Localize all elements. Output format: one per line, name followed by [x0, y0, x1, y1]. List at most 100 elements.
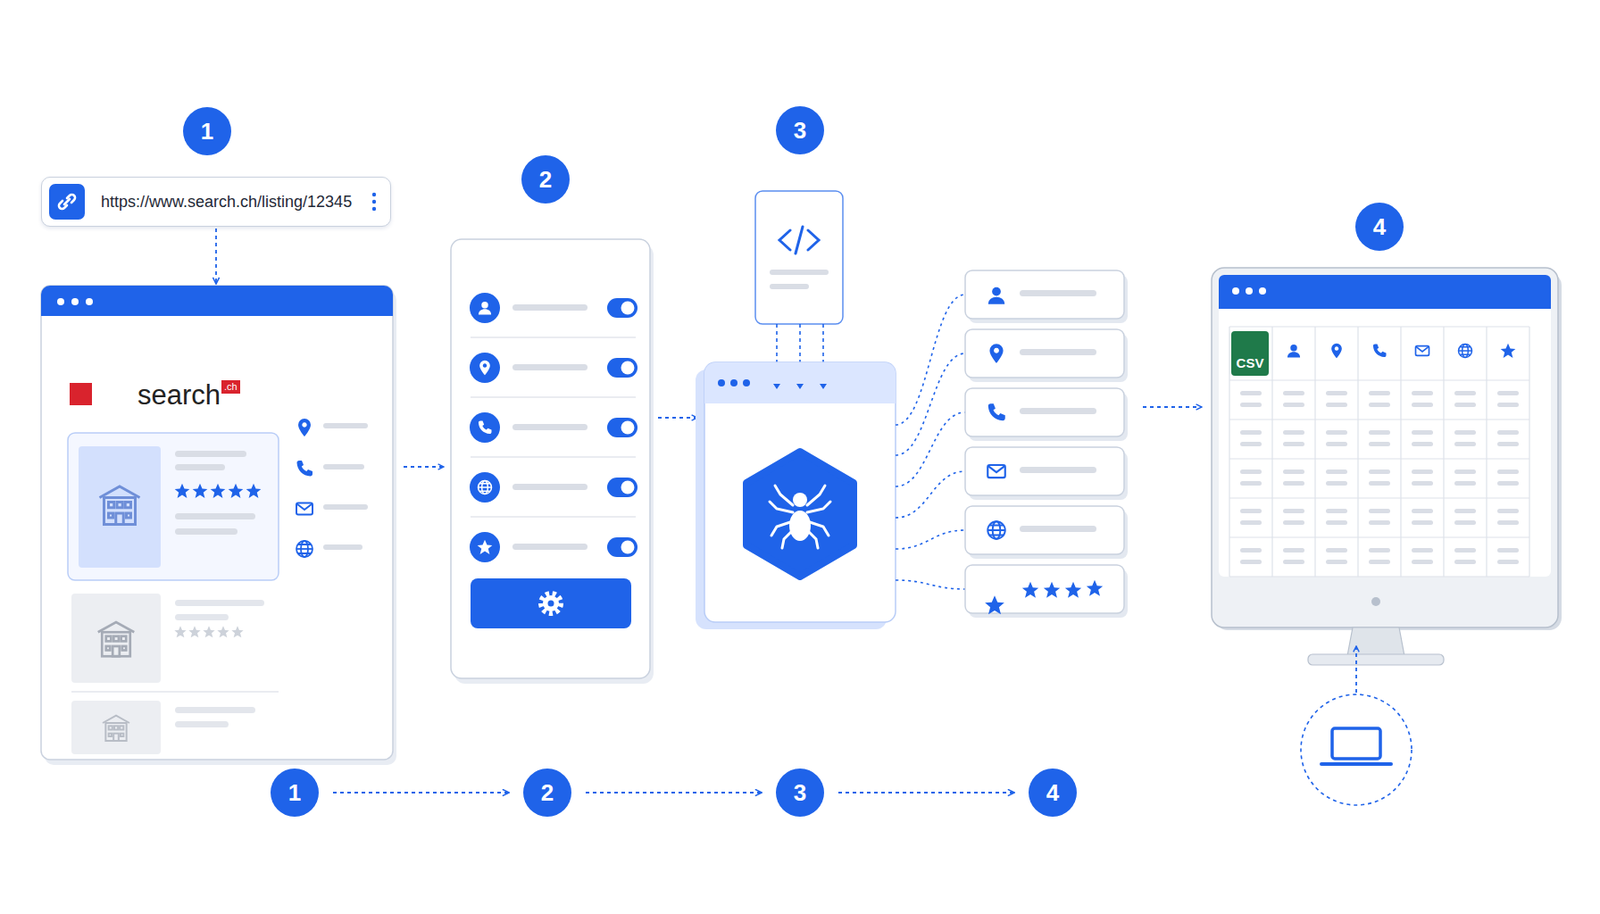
field-cards [987, 465, 1006, 478]
scraper-box [792, 492, 808, 508]
browser-window [57, 298, 65, 306]
table-cell [1454, 441, 1476, 447]
browser-window [210, 483, 226, 499]
monitor [1245, 287, 1253, 295]
scraper-box [704, 362, 896, 404]
field-line [512, 364, 588, 371]
field-line [512, 424, 588, 431]
field-panel [470, 578, 632, 629]
browser-window [175, 483, 191, 499]
browser-window [67, 433, 279, 581]
table-cell [1283, 430, 1305, 435]
step-number-text: 4 [1046, 779, 1059, 808]
table-cell [1283, 559, 1305, 565]
menu-dots [372, 192, 376, 197]
field-line [512, 483, 588, 491]
browser-window [175, 707, 256, 714]
field-line [512, 543, 588, 550]
monitor [1355, 646, 1358, 693]
browser-window [41, 285, 393, 317]
field-icon [478, 481, 492, 495]
table-grid [1229, 418, 1530, 420]
step-number-text: 2 [541, 779, 554, 808]
table-grid [1357, 326, 1359, 577]
table-cell [1368, 469, 1391, 475]
table-cell [1368, 391, 1391, 396]
table-cell [1240, 469, 1262, 475]
table-cell [1325, 430, 1348, 435]
browser-window [71, 700, 161, 755]
table-cell [1497, 430, 1519, 435]
table-cell [1325, 508, 1348, 514]
menu-dots [372, 200, 376, 204]
field-icon [469, 292, 500, 324]
field-cards [1065, 582, 1082, 599]
scraper-box [769, 485, 831, 549]
table-cell [1454, 520, 1476, 525]
table-cell [1411, 520, 1434, 525]
link-icon [49, 183, 85, 220]
monitor [1218, 275, 1551, 309]
field-cards [965, 270, 1128, 618]
browser-window [100, 486, 141, 525]
flow-connector [215, 228, 217, 284]
table-cell [1240, 430, 1262, 435]
separator [470, 336, 636, 339]
table-cell [1240, 520, 1262, 525]
table-cell [1497, 508, 1519, 514]
step-number-text: 3 [793, 116, 807, 145]
table-cell [1497, 402, 1519, 408]
toggle-knob [621, 361, 635, 375]
field-panel [548, 600, 555, 608]
table-cell [1240, 391, 1262, 396]
table-cell [1283, 481, 1305, 486]
field-cards [1086, 580, 1103, 597]
logo-badge: .ch [221, 380, 241, 394]
browser-window [98, 622, 135, 657]
field-cards [988, 287, 1005, 305]
field-line [1019, 349, 1097, 356]
monitor [1373, 344, 1387, 359]
monitor [1500, 343, 1517, 359]
monitor [1287, 344, 1300, 359]
field-icon [469, 412, 500, 443]
table-grid [1229, 458, 1530, 459]
table-cell [1411, 559, 1434, 565]
table-cell [1368, 520, 1391, 525]
browser-window [41, 285, 393, 760]
table-cell [1325, 441, 1348, 447]
browser-window [323, 464, 365, 470]
table-cell [1283, 441, 1305, 447]
table-cell [1497, 469, 1519, 475]
table-cell [1283, 508, 1305, 514]
scraper-box [789, 510, 811, 542]
field-cards [1043, 582, 1060, 599]
browser-window [296, 503, 313, 516]
table-cell [1368, 430, 1391, 435]
table-cell [1283, 469, 1305, 475]
table-cell [1240, 481, 1262, 486]
field-icon [478, 421, 492, 435]
table-cell [1454, 548, 1476, 553]
field-cards [988, 403, 1006, 421]
monitor [1258, 287, 1267, 295]
step-number-text: 2 [539, 166, 552, 194]
logo-badge-text: .ch [224, 381, 238, 392]
table-cell [1411, 402, 1434, 408]
table-cell [1454, 481, 1476, 486]
scraper-box [755, 191, 843, 325]
table-cell [1454, 402, 1476, 408]
browser-window [175, 464, 225, 471]
step-number-text: 1 [200, 117, 214, 146]
browser-window [85, 298, 93, 306]
table-grid [1271, 326, 1273, 577]
link-icon [49, 183, 85, 220]
scraper-box [742, 379, 750, 387]
table-cell [1283, 520, 1305, 525]
step-number: 1 [270, 768, 319, 817]
field-cards [1022, 582, 1039, 599]
listing-page: search.ch [41, 285, 393, 760]
table-grid [1229, 575, 1530, 577]
monitor [1347, 627, 1405, 657]
